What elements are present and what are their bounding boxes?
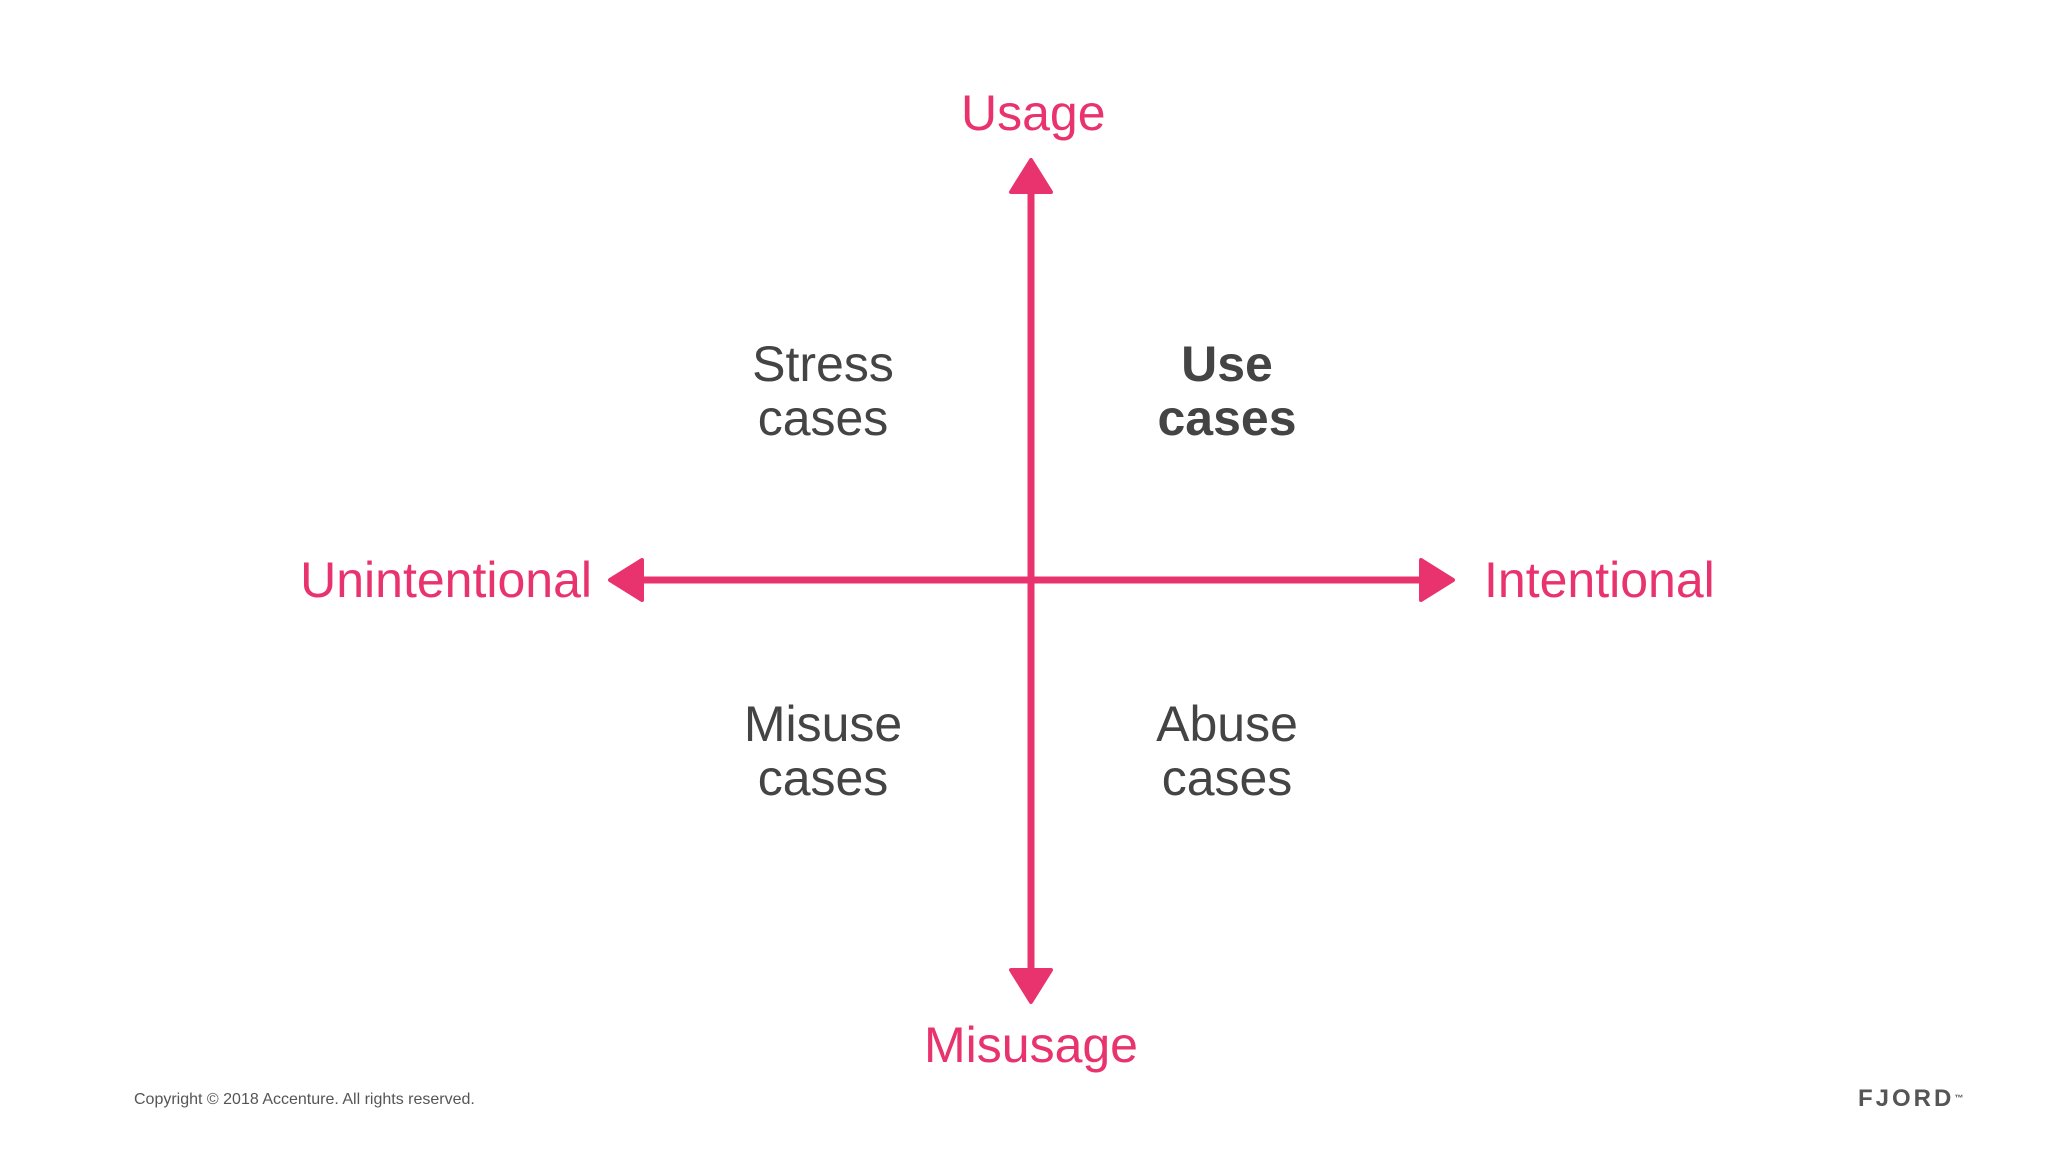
- axis-label-misusage: Misusage: [924, 1017, 1138, 1073]
- arrow-left-icon: [608, 558, 644, 602]
- quadrant-use-cases-line2: cases: [1157, 390, 1297, 446]
- fjord-logo-trademark: ™: [1954, 1093, 1964, 1103]
- quadrant-stress-cases: Stress cases: [663, 337, 983, 445]
- quadrant-abuse-cases-line1: Abuse: [1156, 696, 1298, 752]
- arrow-down-icon: [1009, 968, 1053, 1004]
- axis-label-intentional: Intentional: [1484, 552, 1715, 608]
- quadrant-misuse-cases-line1: Misuse: [743, 696, 903, 752]
- quadrant-abuse-cases-line2: cases: [1161, 750, 1293, 806]
- arrow-up-icon: [1009, 158, 1053, 194]
- axis-label-unintentional: Unintentional: [300, 552, 592, 608]
- quadrant-use-cases-line1: Use: [1181, 336, 1273, 392]
- arrow-right-icon: [1419, 558, 1455, 602]
- quadrant-misuse-cases-line2: cases: [757, 750, 889, 806]
- quadrant-misuse-cases: Misuse cases: [663, 697, 983, 805]
- fjord-logo: FJORD™: [1858, 1085, 1963, 1113]
- quadrant-use-cases: Use cases: [1067, 337, 1387, 445]
- quadrant-stress-cases-line2: cases: [757, 390, 889, 446]
- axis-label-usage: Usage: [961, 85, 1106, 141]
- footer-copyright: Copyright © 2018 Accenture. All rights r…: [134, 1091, 475, 1108]
- quadrant-stress-cases-line1: Stress: [752, 336, 894, 392]
- fjord-logo-text: FJORD: [1858, 1085, 1955, 1112]
- quadrant-abuse-cases: Abuse cases: [1067, 697, 1387, 805]
